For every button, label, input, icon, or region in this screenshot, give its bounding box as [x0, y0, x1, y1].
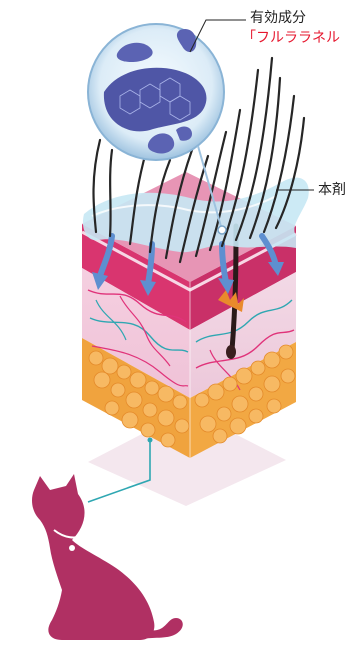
product-label: 本剤 [318, 182, 346, 198]
active-ingredient-label: 有効成分 [250, 10, 306, 26]
compound-name-label: 「フルララネル [242, 30, 340, 46]
cat-silhouette [32, 474, 183, 640]
